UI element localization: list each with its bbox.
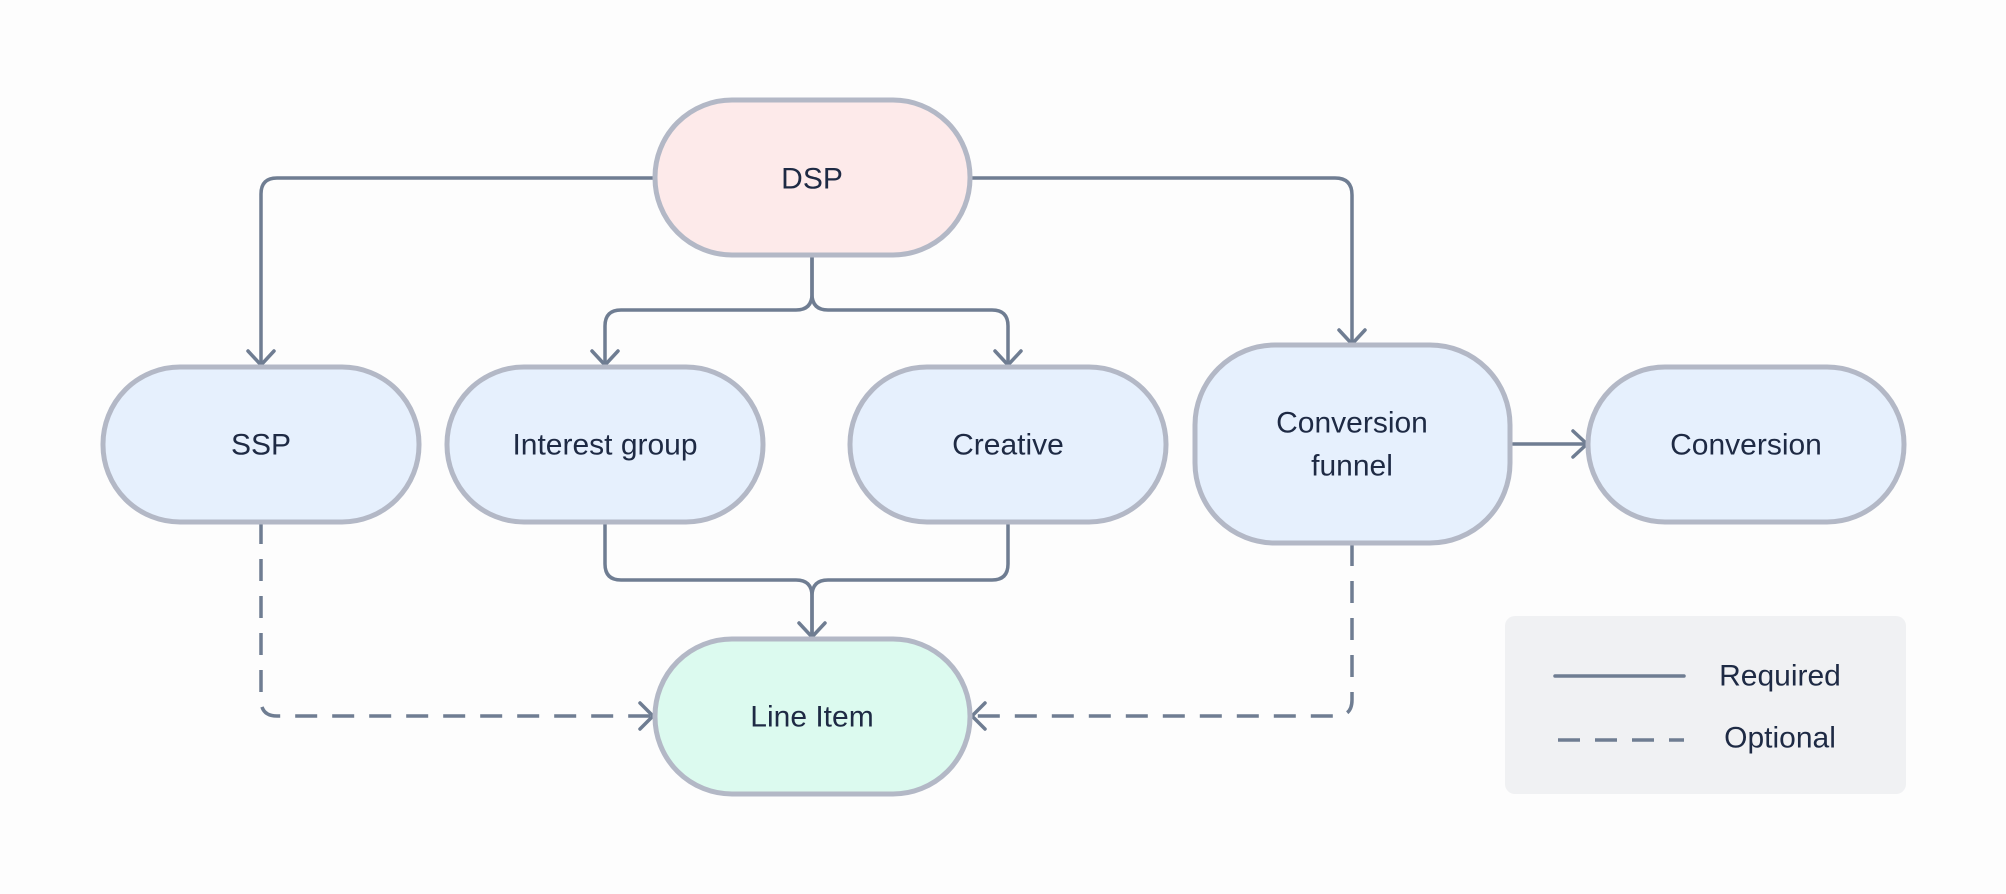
node-line-item-shape	[652, 636, 973, 797]
node-ssp[interactable]: SSP	[100, 364, 422, 525]
required-edges	[259, 176, 1587, 638]
legend-required-label: Required	[1719, 660, 1841, 693]
legend: Required Optional	[1505, 616, 1906, 794]
node-dsp-label: DSP	[781, 163, 843, 196]
node-conversion-shape	[1585, 364, 1907, 525]
node-interest-group[interactable]: Interest group	[444, 364, 766, 525]
node-conversion[interactable]: Conversion	[1585, 364, 1907, 525]
node-conversion-label: Conversion	[1670, 429, 1822, 462]
legend-optional-label: Optional	[1724, 722, 1836, 755]
node-interest-group-shape	[444, 364, 766, 525]
node-conversion-funnel-label-line1: Conversion	[1276, 407, 1428, 440]
node-dsp-shape	[652, 97, 973, 258]
edge-dsp-to-conversion-funnel	[968, 176, 1354, 345]
edge-dsp-to-interest-group	[603, 254, 814, 366]
edge-interest-group-to-line-item	[603, 520, 814, 638]
node-creative-label: Creative	[952, 429, 1064, 462]
edge-ssp-to-line-item	[259, 522, 652, 718]
edge-dsp-to-ssp	[259, 176, 657, 366]
optional-edges	[259, 522, 1354, 718]
node-interest-group-label: Interest group	[512, 429, 697, 462]
node-line-item-label: Line Item	[750, 701, 873, 734]
edge-dsp-to-creative	[810, 254, 1010, 366]
node-ssp-shape	[100, 364, 422, 525]
node-line-item[interactable]: Line Item	[652, 636, 973, 797]
edge-conversion-funnel-to-line-item	[975, 544, 1354, 718]
legend-box	[1505, 616, 1906, 794]
node-ssp-label: SSP	[231, 429, 291, 462]
node-creative[interactable]: Creative	[847, 364, 1169, 525]
node-conversion-funnel-label-line2: funnel	[1311, 450, 1393, 483]
node-creative-shape	[847, 364, 1169, 525]
edge-creative-to-line-item	[810, 520, 1010, 638]
node-conversion-funnel-shape	[1192, 342, 1513, 546]
node-conversion-funnel[interactable]: Conversion funnel	[1192, 342, 1513, 546]
node-dsp[interactable]: DSP	[652, 97, 973, 258]
